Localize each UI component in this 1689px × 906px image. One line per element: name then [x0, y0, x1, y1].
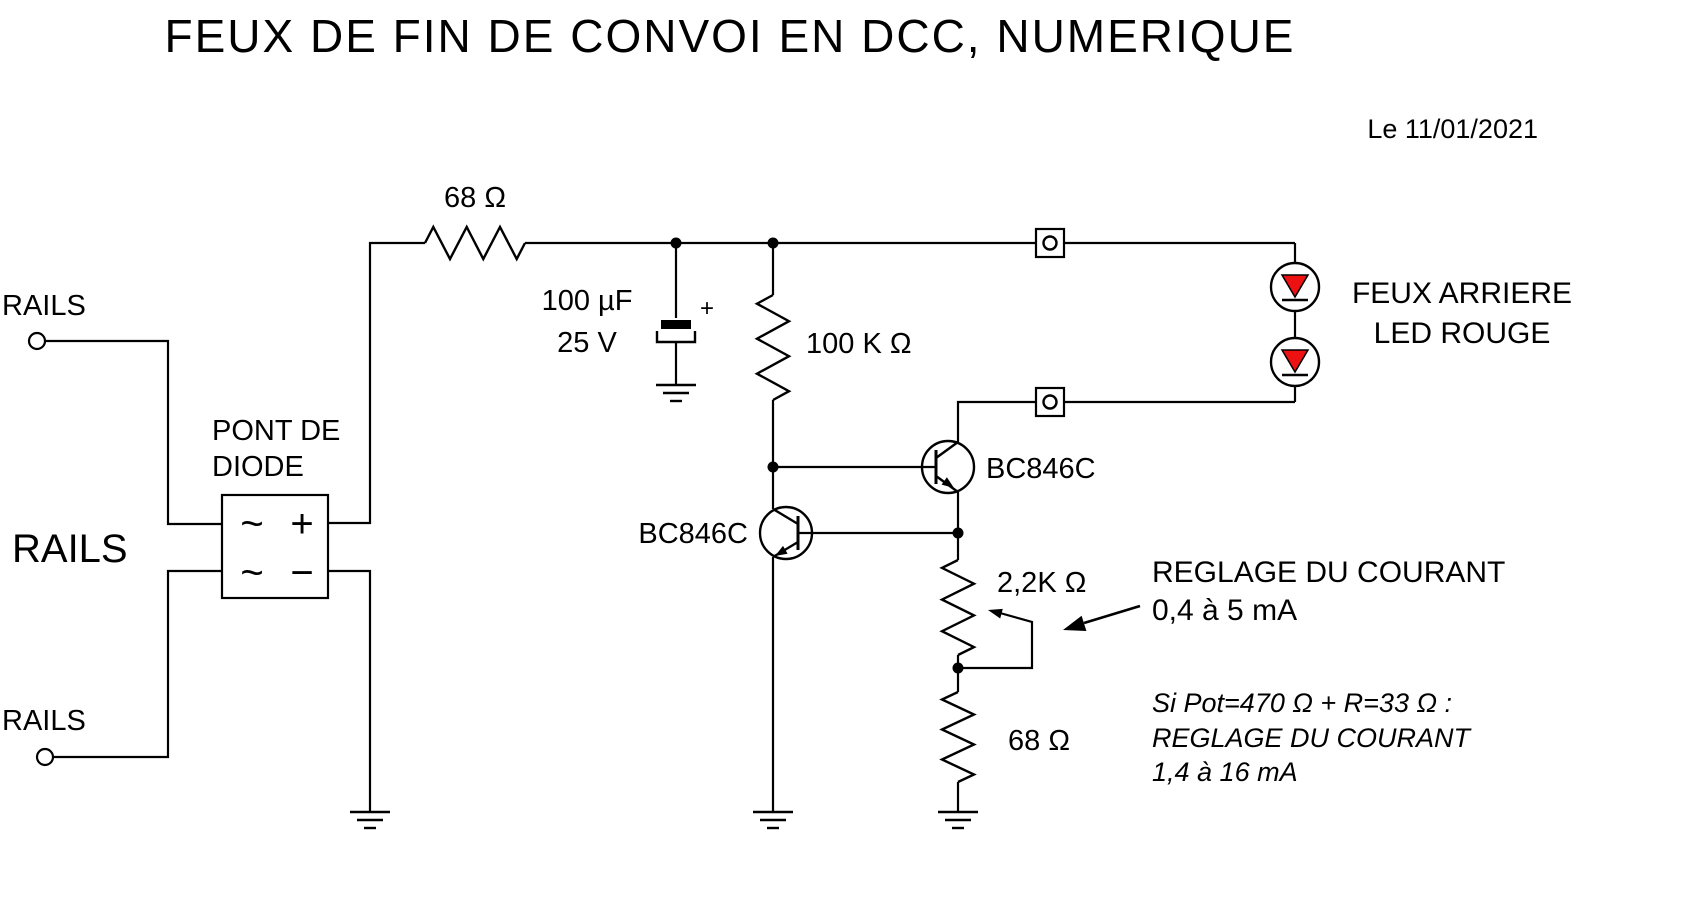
capacitor-minus-plate	[655, 331, 697, 344]
junction-dot	[670, 237, 682, 249]
bridge-ac-top-symbol: ~	[240, 502, 263, 546]
transistor-q1-right	[920, 439, 976, 495]
wires	[45, 241, 1297, 812]
junction-dot	[952, 662, 964, 674]
bridge-label-2: DIODE	[212, 451, 304, 483]
bridge-minus-symbol: −	[290, 551, 313, 595]
junction-dot	[767, 461, 779, 473]
led-label-2: LED ROUGE	[1374, 317, 1551, 350]
connectors	[1034, 227, 1066, 418]
wire-pot-wiper	[958, 611, 1034, 670]
junction-dot	[952, 527, 964, 539]
pot-wiper-arrow-icon	[988, 608, 1003, 619]
capacitor-plus-plate	[661, 320, 691, 329]
note-label-3: 1,4 à 16 mA	[1152, 757, 1298, 787]
q1-label: BC846C	[986, 453, 1096, 485]
terminal-bottom-icon	[35, 747, 55, 767]
junction-dot	[767, 237, 779, 249]
rails-main-label: RAILS	[12, 527, 128, 571]
transistor-circle	[758, 505, 814, 561]
rails-top-label: RAILS	[2, 290, 86, 322]
r-series-label: 68 Ω	[444, 182, 506, 214]
resistors	[423, 224, 1003, 784]
resistor-68ohm-series	[423, 224, 527, 262]
connector-bottom-box	[1034, 386, 1066, 418]
reglage-label-2: 0,4 à 5 mA	[1152, 594, 1297, 627]
q2-label: BC846C	[638, 518, 748, 550]
cap-voltage-label: 25 V	[557, 327, 617, 359]
wire-rail-top	[45, 339, 222, 526]
reglage-arrow	[1063, 604, 1141, 631]
resistor-100k	[754, 293, 792, 402]
diode-bridge: ~ + ~ −	[220, 493, 330, 600]
pot-label: 2,2K Ω	[997, 567, 1086, 599]
transistor-collector	[935, 441, 959, 459]
led-label-1: FEUX ARRIERE	[1352, 277, 1572, 310]
transistor-collector	[772, 507, 799, 526]
reglage-label-1: REGLAGE DU COURANT	[1152, 556, 1505, 589]
transistor-emitter-arrow-icon	[941, 477, 954, 488]
date-label: Le 11/01/2021	[1367, 114, 1538, 144]
bridge-ac-bottom-symbol: ~	[240, 551, 263, 595]
r-sense-label: 68 Ω	[1008, 725, 1070, 757]
capacitor-100uf	[655, 320, 697, 344]
connector-top-pin	[1042, 235, 1058, 251]
ground-bridge-icon	[350, 810, 390, 830]
rail-terminals	[27, 331, 55, 767]
transistor-q2-left	[758, 505, 814, 561]
wire-rail-bottom	[53, 569, 222, 759]
connector-top-box	[1034, 227, 1066, 259]
led-circle	[1269, 336, 1321, 388]
potentiometer-2k2	[939, 558, 977, 657]
wire-bridge-plus	[328, 241, 425, 525]
page-title: FEUX DE FIN DE CONVOI EN DCC, NUMERIQUE	[165, 10, 1296, 62]
reglage-arrow-shaft	[1083, 604, 1141, 625]
led-bottom	[1269, 336, 1321, 388]
text-labels: RAILS RAILS RAILS PONT DE DIODE 68 Ω 100…	[2, 182, 1572, 787]
cap-value-label: 100 µF	[542, 285, 633, 317]
bridge-label-1: PONT DE	[212, 415, 340, 447]
note-label-2: REGLAGE DU COURANT	[1152, 723, 1473, 753]
junction-dots	[670, 237, 964, 674]
rails-bottom-label: RAILS	[2, 705, 86, 737]
note-label-1: Si Pot=470 Ω + R=33 Ω :	[1152, 688, 1452, 718]
bridge-plus-symbol: +	[290, 502, 313, 546]
resistor-68ohm-sense	[939, 690, 977, 784]
connector-bottom-pin	[1042, 394, 1058, 410]
led-triangle-icon	[1280, 349, 1310, 374]
r-bias-label: 100 K Ω	[806, 328, 912, 360]
wire-bridge-minus	[328, 569, 372, 812]
wire-q1-collector	[956, 400, 1295, 442]
ground-cap-icon	[656, 383, 696, 403]
cap-plus-label: +	[700, 295, 714, 322]
reglage-arrowhead-icon	[1063, 615, 1087, 631]
transistor-emitter-arrow-icon	[775, 545, 788, 556]
ground-symbols	[350, 383, 978, 830]
transistor-circle	[920, 439, 976, 495]
led-circle	[1269, 261, 1321, 313]
terminal-top-icon	[27, 331, 47, 351]
led-top	[1269, 261, 1321, 313]
ground-q2-icon	[753, 810, 793, 830]
bridge-box	[220, 493, 330, 600]
ground-rsense-icon	[938, 810, 978, 830]
led-triangle-icon	[1280, 274, 1310, 299]
